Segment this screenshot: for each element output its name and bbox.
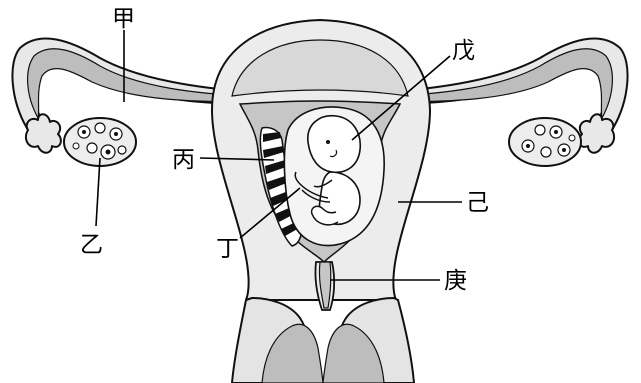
- cervix: [315, 262, 334, 310]
- label-yi: 乙: [80, 232, 103, 258]
- ovary-right: [509, 118, 581, 166]
- label-bing: 丙: [172, 147, 195, 173]
- label-wu: 戊: [452, 38, 475, 64]
- label-geng: 庚: [444, 268, 467, 294]
- label-ji: 己: [466, 190, 489, 216]
- label-jia: 甲: [112, 6, 135, 32]
- label-ding: 丁: [216, 236, 239, 262]
- leader-yi: [96, 158, 100, 226]
